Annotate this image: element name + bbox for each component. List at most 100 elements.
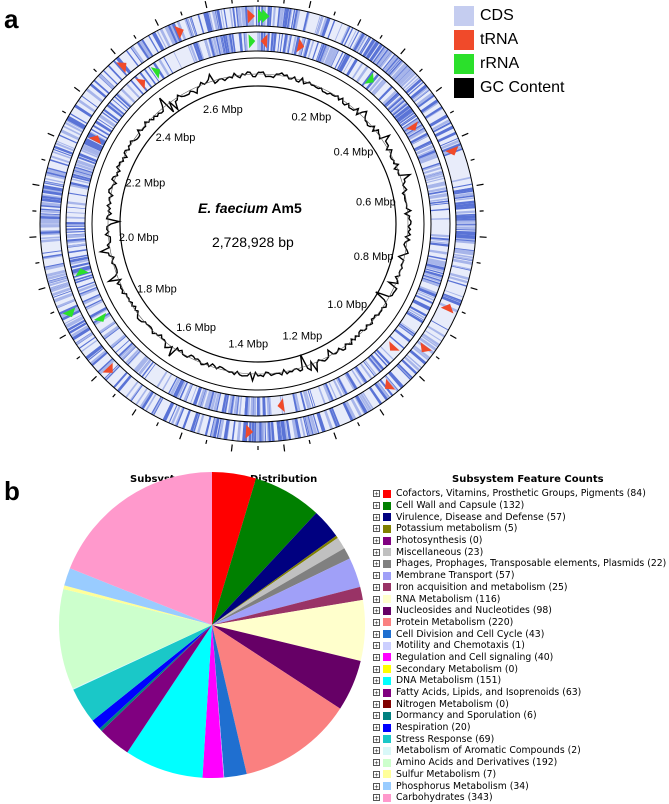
feature-count-row[interactable]: +Iron acquisition and metabolism (25) [373,582,669,594]
legend-swatch [454,54,474,74]
expand-icon[interactable]: + [373,596,380,603]
cds-feature [259,32,260,51]
expand-icon[interactable]: + [373,584,380,591]
category-label: Motility and Chemotaxis (1) [396,640,525,651]
feature-count-row[interactable]: + Motility and Chemotaxis (1) [373,640,669,652]
feature-count-row[interactable]: + Potassium metabolism (5) [373,523,669,535]
cds-feature [66,222,85,224]
feature-count-row[interactable]: +Miscellaneous (23) [373,546,669,558]
expand-icon[interactable]: + [373,619,380,626]
feature-count-row[interactable]: +Protein Metabolism (220) [373,617,669,629]
expand-icon[interactable]: + [373,514,380,521]
feature-count-row[interactable]: +Amino Acids and Derivatives (192) [373,757,669,769]
tick-mark [471,288,478,290]
tick-mark [436,357,439,359]
feature-count-row[interactable]: +Cell Division and Cell Cycle (43) [373,628,669,640]
expand-icon[interactable]: + [373,666,380,673]
expand-icon[interactable]: + [373,759,380,766]
expand-icon[interactable]: + [373,736,380,743]
feature-count-row[interactable]: +Photosynthesis (0) [373,535,669,547]
tick-mark [309,440,310,444]
expand-icon[interactable]: + [373,537,380,544]
feature-count-row[interactable]: + Virulence, Disease and Defense (57) [373,511,669,523]
expand-icon[interactable]: + [373,654,380,661]
position-label: 0.8 Mbp [354,251,394,263]
category-swatch [383,525,391,533]
tick-mark [462,312,466,314]
category-swatch [383,537,391,545]
feature-count-row[interactable]: +RNA Metabolism (116) [373,593,669,605]
category-label: Potassium metabolism (5) [396,523,517,534]
legend-swatch [454,30,474,50]
category-swatch [383,548,391,556]
feature-counts-list: +Cofactors, Vitamins, Prosthetic Groups,… [373,488,669,804]
feature-count-row[interactable]: +Cofactors, Vitamins, Prosthetic Groups,… [373,488,669,500]
cds-feature [456,221,476,223]
feature-count-row[interactable]: +DNA Metabolism (151) [373,675,669,687]
feature-count-row[interactable]: +Dormancy and Sporulation (6) [373,710,669,722]
tick-mark [41,159,45,160]
expand-icon[interactable]: + [373,689,380,696]
position-label: 1.2 Mbp [282,330,322,342]
tick-mark [436,87,442,91]
expand-icon[interactable]: + [373,560,380,567]
feature-count-row[interactable]: +Respiration (20) [373,722,669,734]
expand-icon[interactable]: + [373,607,380,614]
expand-icon[interactable]: + [373,783,380,790]
tick-mark [419,69,422,72]
cds-ring-reverse [66,32,450,416]
expand-icon[interactable]: + [373,572,380,579]
cds-feature [254,397,257,416]
expand-icon[interactable]: + [373,794,380,801]
expand-icon[interactable]: + [373,724,380,731]
tick-mark [462,133,468,136]
tick-mark [284,444,285,451]
category-swatch [383,607,391,615]
feature-count-row[interactable]: +Stress Response (69) [373,733,669,745]
feature-count-row[interactable]: +Metabolism of Aromatic Compounds (2) [373,745,669,757]
category-label: Carbohydrates (343) [396,792,493,803]
expand-icon[interactable]: + [373,502,380,509]
category-swatch [383,759,391,767]
category-label: Cell Wall and Capsule (132) [396,500,524,511]
position-label: 1.0 Mbp [327,299,367,311]
category-swatch [383,689,391,697]
category-swatch [383,700,391,708]
legend-label: tRNA [480,31,518,49]
expand-icon[interactable]: + [373,549,380,556]
category-swatch [383,560,391,568]
feature-count-row[interactable]: +Regulation and Cell signaling (40) [373,652,669,664]
tick-mark [380,409,384,415]
feature-count-row[interactable]: +Nitrogen Metabolism (0) [373,698,669,710]
expand-icon[interactable]: + [373,677,380,684]
feature-count-row[interactable]: +Secondary Metabolism (0) [373,663,669,675]
feature-count-row[interactable]: +Sulfur Metabolism (7) [373,769,669,781]
legend-swatch [454,78,474,98]
tick-mark [132,409,136,415]
genome-size-value: 2,728,928 [212,234,274,250]
tick-mark [134,35,136,38]
expand-icon[interactable]: + [373,712,380,719]
expand-icon[interactable]: + [373,631,380,638]
expand-icon[interactable]: + [373,771,380,778]
feature-count-row[interactable]: +Membrane Transport (57) [373,570,669,582]
tick-mark [94,69,97,72]
feature-count-row[interactable]: +Phosphorus Metabolism (34) [373,780,669,792]
feature-count-row[interactable]: +Phages, Prophages, Transposable element… [373,558,669,570]
tick-mark [309,1,311,8]
legend-item-gc: GC Content [454,76,564,100]
expand-icon[interactable]: + [373,642,380,649]
category-label: Virulence, Disease and Defense (57) [396,512,566,523]
tick-mark [77,357,80,359]
feature-count-row[interactable]: + Cell Wall and Capsule (132) [373,500,669,512]
expand-icon[interactable]: + [373,525,380,532]
expand-icon[interactable]: + [373,701,380,708]
feature-count-row[interactable]: +Nucleosides and Nucleotides (98) [373,605,669,617]
cds-feature [256,6,257,26]
tick-mark [39,288,46,290]
expand-icon[interactable]: + [373,747,380,754]
feature-count-row[interactable]: +Fatty Acids, Lipids, and Isoprenoids (6… [373,687,669,699]
feature-count-row[interactable]: + Carbohydrates (343) [373,792,669,804]
expand-icon[interactable]: + [373,490,380,497]
